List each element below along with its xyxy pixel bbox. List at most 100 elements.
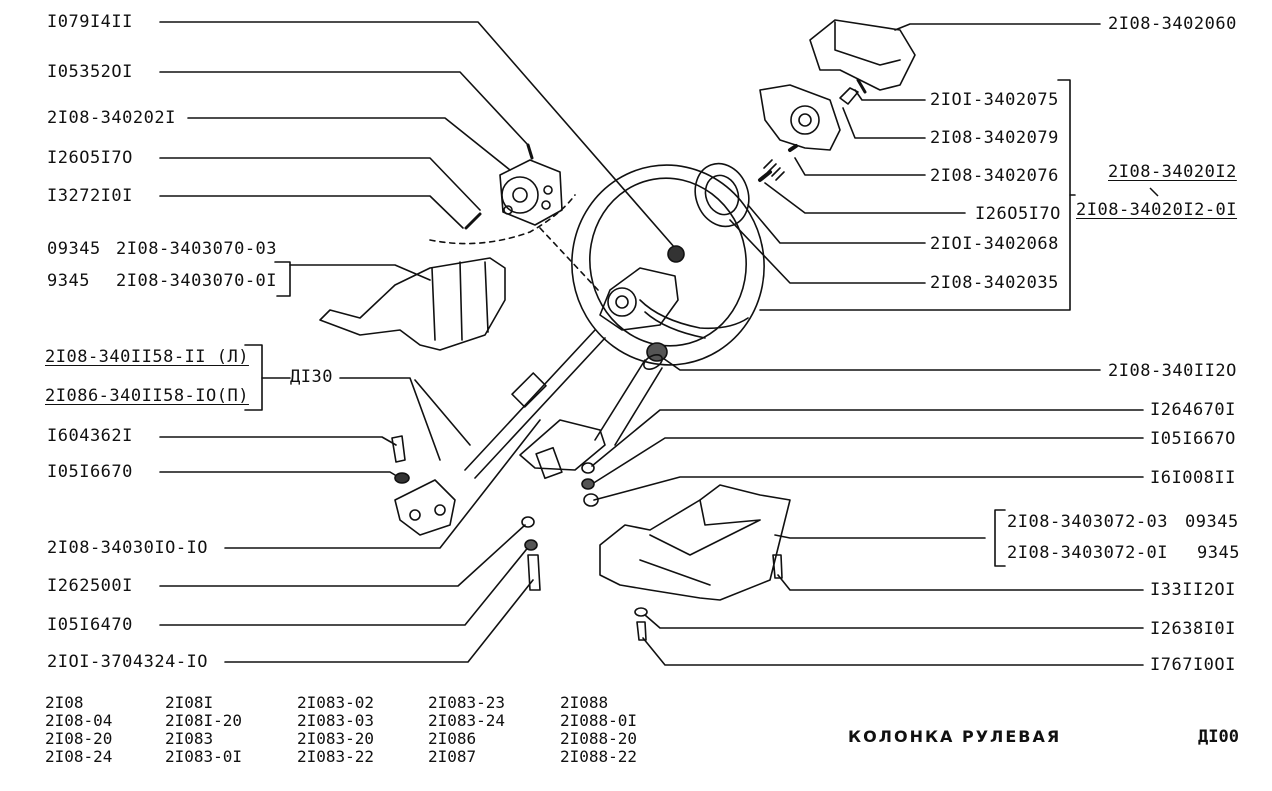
upper-cover bbox=[319, 257, 506, 351]
hub-nut-small bbox=[667, 245, 685, 263]
screw bbox=[772, 554, 783, 579]
bolt bbox=[391, 435, 406, 463]
leader-line bbox=[159, 544, 531, 626]
part-label: 2I08-3402035 bbox=[930, 273, 1059, 293]
part-label: 2I08-3403070-03 bbox=[116, 239, 278, 259]
lower-cover bbox=[599, 484, 791, 601]
model-code: 2I083-20 bbox=[297, 729, 375, 748]
part-label: 2I08-340II58-II (Л) bbox=[45, 347, 249, 367]
leader-line bbox=[414, 379, 471, 446]
wheel-washer bbox=[646, 342, 668, 362]
model-column: 2I08I 2I08I-20 2I083 2I083-0I bbox=[165, 694, 242, 766]
model-code: 2I083 bbox=[165, 729, 214, 748]
model-code: 2I088-20 bbox=[560, 729, 638, 748]
part-label: I05I6670 bbox=[47, 462, 133, 482]
leader-line bbox=[289, 264, 431, 281]
wheel-spoke bbox=[644, 311, 706, 339]
part-label: 2I08-340II2O bbox=[1108, 361, 1237, 381]
dashed-line bbox=[539, 227, 599, 291]
leader-line bbox=[159, 195, 464, 229]
leader-line bbox=[729, 219, 926, 284]
part-label: 2I08-3403072-03 bbox=[1007, 512, 1169, 532]
hub-nut bbox=[607, 287, 637, 317]
universal-joint bbox=[394, 479, 456, 536]
part-label: 2I08-3402076 bbox=[930, 166, 1059, 186]
part-label: I264670I bbox=[1150, 400, 1236, 420]
leader-line bbox=[591, 437, 1144, 485]
leader-line bbox=[159, 524, 526, 587]
part-label: 9345 bbox=[47, 271, 90, 291]
part-label: I262500I bbox=[47, 576, 133, 596]
leader-line bbox=[794, 157, 926, 176]
bolt bbox=[527, 554, 541, 591]
diagram-title: КОЛОНКА РУЛЕВАЯ bbox=[848, 727, 1062, 746]
part-label: I26O5I7O bbox=[47, 148, 133, 168]
leader-line bbox=[777, 574, 1144, 591]
shaft-coupling bbox=[511, 372, 547, 408]
column-bracket bbox=[519, 419, 606, 471]
spring bbox=[763, 159, 785, 181]
part-label: 2IOI-3402075 bbox=[930, 90, 1059, 110]
part-label: I26O5I7O bbox=[975, 204, 1061, 224]
model-code: 2I083-02 bbox=[297, 693, 375, 712]
part-label: I05352OI bbox=[47, 62, 133, 82]
dashed-line bbox=[429, 194, 576, 245]
model-column: 2I083-02 2I083-03 2I083-20 2I083-22 bbox=[297, 694, 374, 766]
wheel-hub bbox=[599, 267, 679, 331]
horn-pad bbox=[809, 19, 916, 91]
model-code: 2I08-04 bbox=[45, 711, 113, 730]
model-column: 2I088 2I088-0I 2I088-20 2I088-22 bbox=[560, 694, 637, 766]
model-code: 2I083-03 bbox=[297, 711, 375, 730]
leader-line bbox=[774, 534, 986, 539]
part-label: 2I086-340II58-IO(П) bbox=[45, 386, 249, 406]
washer bbox=[394, 472, 410, 484]
leader-line bbox=[591, 409, 1144, 467]
part-label: 09345 bbox=[47, 239, 101, 259]
model-code: 2I08-20 bbox=[45, 729, 113, 748]
leader-line bbox=[339, 377, 441, 461]
leader-line bbox=[764, 182, 966, 214]
leader-line bbox=[842, 107, 926, 139]
pad-base bbox=[759, 84, 841, 151]
model-column: 2I083-23 2I083-24 2I086 2I087 bbox=[428, 694, 505, 766]
steering-wheel-inner bbox=[589, 177, 747, 347]
leader-line bbox=[224, 419, 541, 549]
part-label: I604362I bbox=[47, 426, 133, 446]
washer bbox=[521, 516, 535, 528]
screw bbox=[636, 621, 647, 641]
model-code: 2I087 bbox=[428, 747, 477, 766]
leader-line bbox=[659, 355, 1101, 371]
model-code: 2I083-24 bbox=[428, 711, 506, 730]
leader-line bbox=[642, 637, 1144, 666]
model-code: 2I086 bbox=[428, 729, 477, 748]
washer bbox=[524, 539, 538, 551]
leader-line bbox=[747, 204, 926, 244]
leader-line bbox=[159, 157, 481, 211]
washer bbox=[581, 462, 595, 474]
leader-line bbox=[187, 117, 511, 171]
part-label: 2I08-340202I bbox=[47, 108, 176, 128]
washer bbox=[583, 493, 599, 507]
part-label: 2I08-3403072-0I bbox=[1007, 543, 1169, 563]
wheel-spoke bbox=[639, 299, 749, 330]
steering-shaft bbox=[464, 329, 606, 479]
leader-line bbox=[593, 476, 1144, 501]
bracket bbox=[994, 509, 1006, 567]
part-label: 9345 bbox=[1197, 543, 1240, 563]
part-label: I3272I0I bbox=[47, 186, 133, 206]
model-code: 2I08-24 bbox=[45, 747, 113, 766]
part-label: 2I08-3402079 bbox=[930, 128, 1059, 148]
model-code: 2I08 bbox=[45, 693, 84, 712]
model-code: 2I088 bbox=[560, 693, 609, 712]
part-label: I079I4II bbox=[47, 12, 133, 32]
part-label: 2I08-34030IO-IO bbox=[47, 538, 209, 558]
part-label: I6I008II bbox=[1150, 468, 1236, 488]
part-label: 2I08-34020I2 bbox=[1108, 162, 1237, 182]
washer bbox=[581, 478, 595, 490]
contact-plate bbox=[694, 162, 750, 228]
part-label: ДI30 bbox=[290, 367, 333, 387]
washer bbox=[634, 607, 648, 617]
part-label: 2IOI-3704324-IO bbox=[47, 652, 209, 672]
column-tube bbox=[594, 359, 663, 446]
